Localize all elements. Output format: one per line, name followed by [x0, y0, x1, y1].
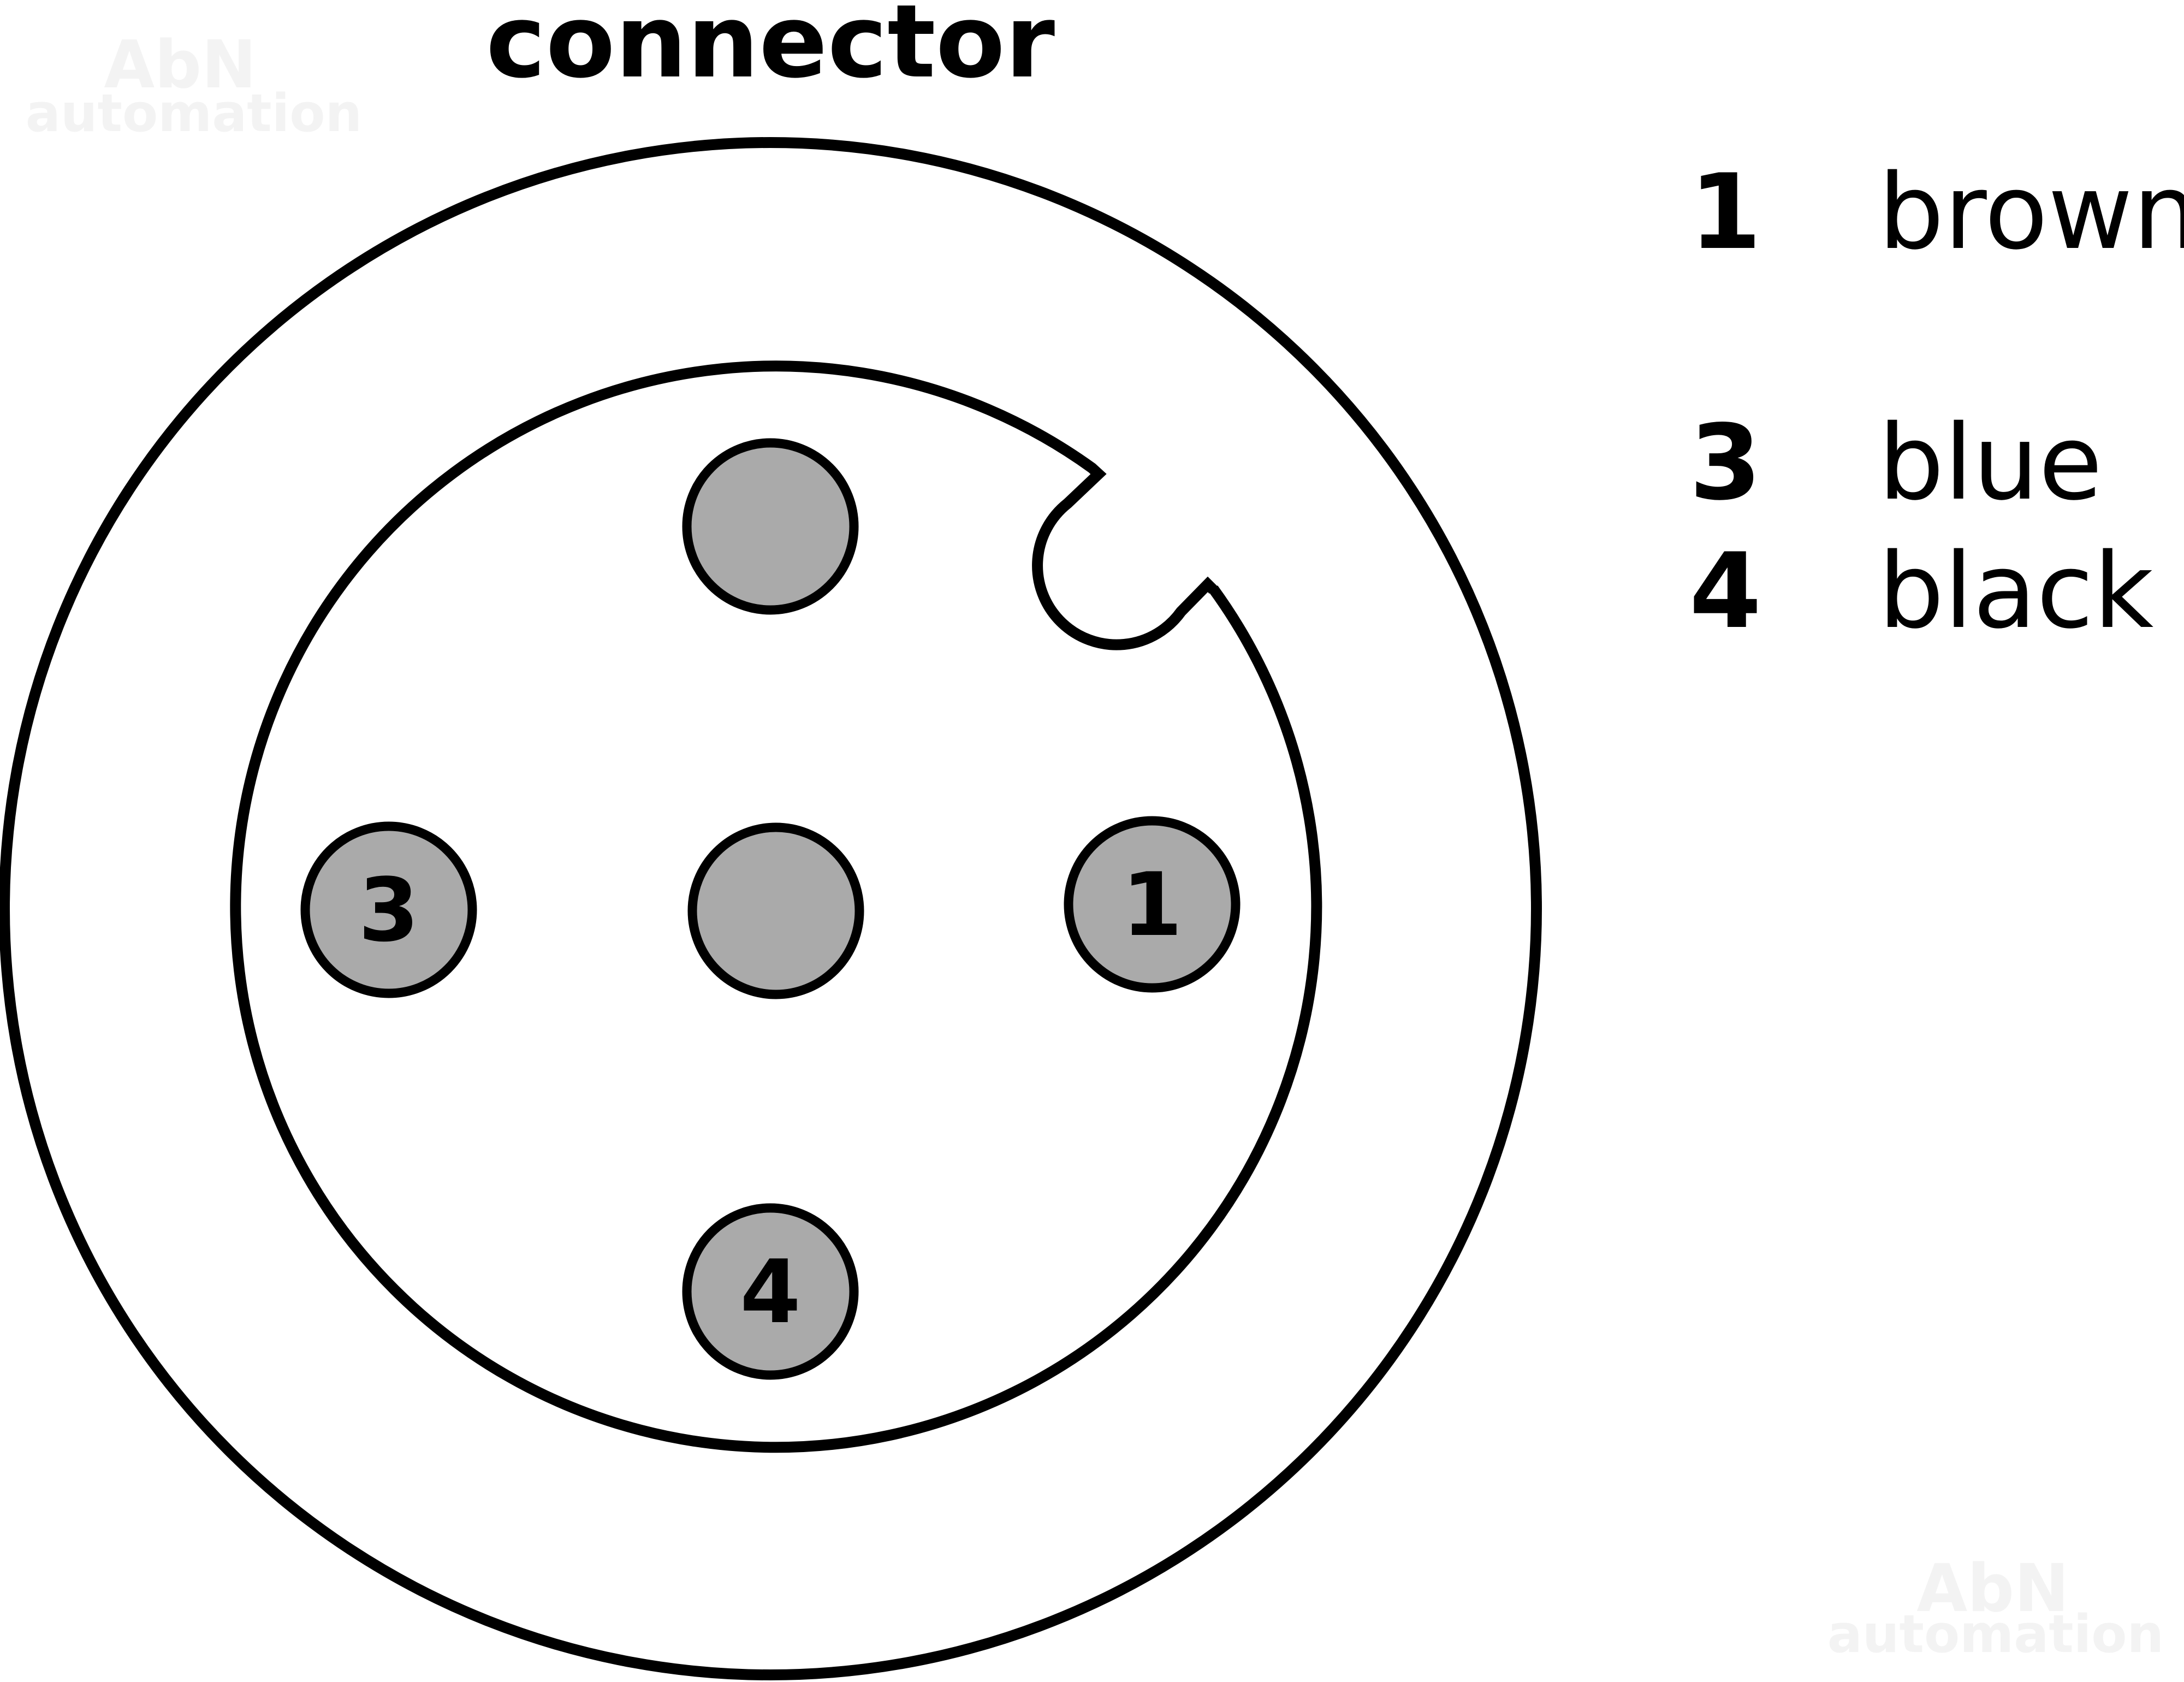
watermark-text: AbN [1916, 1551, 2069, 1627]
legend: 1 brown 3 blue 4 black [1689, 152, 2184, 652]
watermark-text: AbN [104, 27, 256, 103]
pin-label: 1 [1121, 854, 1182, 956]
pin-label: 4 [740, 1241, 800, 1343]
pin-center [687, 822, 864, 999]
pin-4: 4 [682, 1203, 859, 1380]
watermark-text: automation [1827, 1604, 2164, 1665]
pin-1: 1 [1064, 816, 1241, 993]
legend-color: blue [1878, 402, 2103, 523]
pin-3: 3 [300, 821, 477, 998]
legend-number: 1 [1689, 152, 1761, 273]
legend-color: brown [1878, 152, 2184, 273]
legend-item: 3 blue [1689, 402, 2103, 523]
watermark-text: automation [26, 84, 362, 144]
diagram-title: connector [486, 0, 1055, 100]
inner-face-with-key-notch [230, 360, 1322, 1453]
legend-number: 3 [1689, 402, 1761, 523]
outer-housing-circle [0, 137, 1542, 1680]
legend-number: 4 [1689, 531, 1761, 652]
watermark-top-left: AbN automation [26, 27, 362, 144]
pin-top [682, 438, 859, 615]
legend-color: black [1878, 531, 2153, 652]
legend-item: 1 brown [1689, 152, 2184, 273]
legend-item: 4 black [1689, 531, 2153, 652]
pin-label: 3 [358, 859, 419, 961]
watermark-bottom-right: AbN automation [1827, 1551, 2164, 1665]
